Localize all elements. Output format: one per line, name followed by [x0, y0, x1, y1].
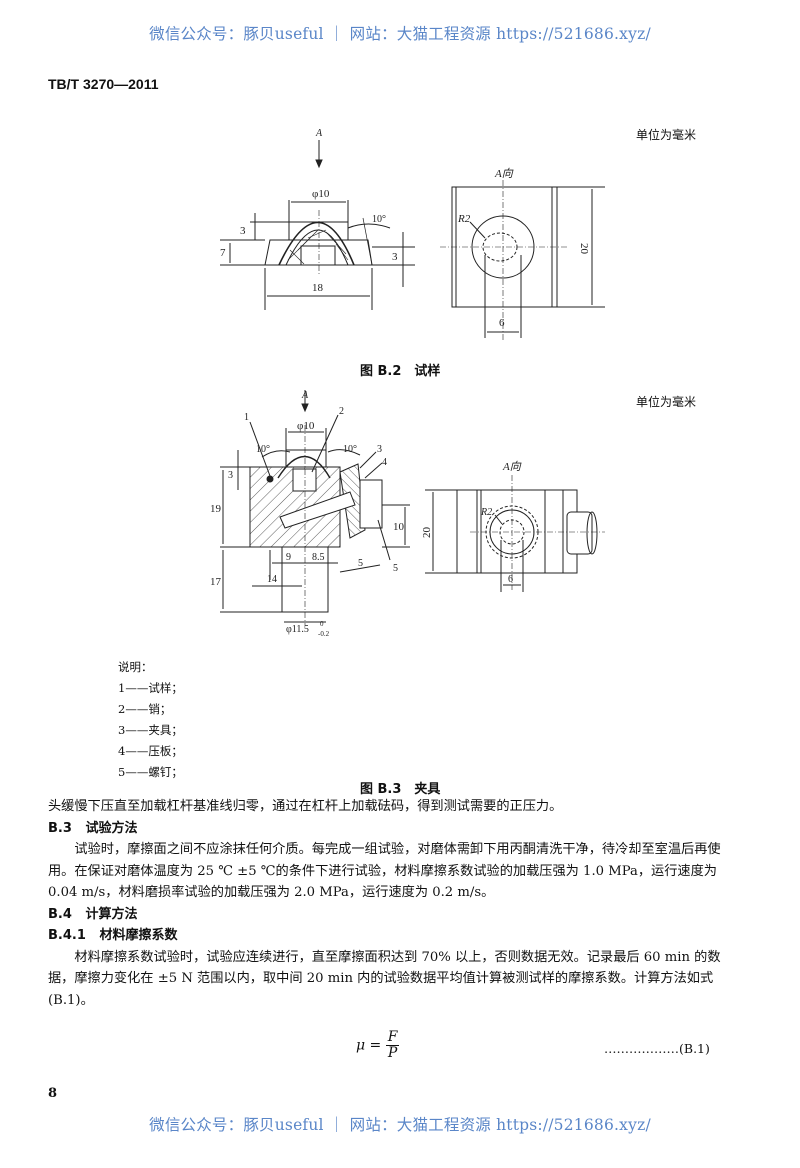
b3-callout-2: 2: [339, 406, 344, 417]
figure-b2-a-view: A向 R2 20 6: [440, 167, 605, 340]
section-title: 材料摩擦系数: [99, 928, 178, 943]
watermark-bottom: 微信公众号：豚贝useful ｜ 网站：大猫工程资源 https://52168…: [149, 1116, 651, 1134]
section-number: B.3: [48, 820, 72, 836]
section-heading-b3: B.3 试验方法: [48, 818, 734, 840]
standard-code: TB/T 3270—2011: [48, 76, 159, 92]
b2-arrow-label: A: [315, 128, 323, 139]
b3-dim-h10: 10: [393, 521, 405, 533]
b2-dim-angle: 10°: [372, 214, 386, 225]
section-number: B.4.1: [48, 928, 86, 943]
b2-a-view-title: A向: [494, 167, 514, 180]
b3-dim-w9: 9: [286, 552, 291, 563]
b3-dim-h3: 3: [228, 470, 233, 481]
unit-note-b3: 单位为毫米: [636, 395, 697, 409]
b3-dim-diameter-top: φ10: [297, 420, 315, 432]
b3-dim-angle-right: 10°: [343, 444, 357, 455]
section-title: 试验方法: [85, 820, 138, 836]
figure-b3-legend: 说明： 1——试样； 2——销； 3——夹具； 4——压板； 5——螺钉；: [118, 657, 183, 783]
b3-dim-tol-upper: 0: [320, 620, 324, 628]
figure-b2-caption: 图 B.2 试样: [360, 364, 441, 379]
section-number: B.4: [48, 906, 72, 922]
b3-a-view-title: A向: [502, 460, 522, 473]
b2-dim-height-right: 3: [392, 251, 398, 263]
b3-a-height: 20: [421, 527, 433, 539]
b3-dim-angle-left: 10°: [256, 444, 270, 455]
b3-dim-h17: 17: [210, 576, 222, 588]
b2-dim-height-top: 3: [240, 225, 246, 237]
formula-fraction: F P: [385, 1029, 400, 1061]
section-b4-1-paragraph: 材料摩擦系数试验时，试验应连续进行，直至摩擦面积达到 70% 以上，否则数据无效…: [48, 949, 721, 1008]
section-b3-paragraph: 试验时，摩擦面之间不应涂抹任何介质。每完成一组试验，对磨体需卸下用丙酮清洗干净，…: [48, 842, 721, 900]
b2-a-radius: R2: [457, 213, 471, 225]
b3-dim-w8-5: 8.5: [312, 552, 325, 563]
b3-callout-4: 4: [382, 457, 387, 468]
b3-callout-1: 1: [244, 412, 249, 423]
equation-number: ………………(B.1): [604, 1041, 710, 1056]
b3-callout-5: 5: [393, 563, 398, 574]
b3-dim-h19: 19: [210, 503, 222, 515]
b3-dim-tol-lower: -0.2: [318, 630, 330, 638]
b3-dim-shaft: φ11.5: [286, 624, 309, 635]
legend-item: 2——销；: [118, 702, 172, 716]
legend-item: 3——夹具；: [118, 723, 183, 737]
b3-a-radius: R2: [480, 507, 492, 518]
section-heading-b4: B.4 计算方法: [48, 904, 734, 926]
figure-b3-caption: 图 B.3 夹具: [360, 782, 441, 797]
formula-lhs: μ =: [356, 1037, 382, 1054]
unit-note-b2: 单位为毫米: [636, 128, 697, 142]
formula-numerator: F: [385, 1029, 400, 1046]
formula-denominator: P: [387, 1045, 398, 1061]
b2-dim-width: 18: [312, 282, 324, 294]
section-title: 计算方法: [85, 906, 138, 922]
figure-b3-a-view: A向 R2 20 6: [421, 460, 605, 592]
watermark-top: 微信公众号：豚贝useful ｜ 网站：大猫工程资源 https://52168…: [149, 25, 651, 43]
continuation-paragraph: 头缓慢下压直至加载杠杆基准线归零，通过在杠杆上加载砝码，得到测试需要的正压力。: [48, 799, 563, 814]
page-number: 8: [48, 1086, 58, 1101]
b2-a-width: 6: [499, 317, 505, 329]
b3-dim-w5: 5: [358, 558, 363, 569]
legend-item: 1——试样；: [118, 681, 183, 695]
b3-callout-3: 3: [377, 444, 382, 455]
legend-item: 4——压板；: [118, 744, 183, 758]
b2-a-height: 20: [578, 243, 590, 255]
legend-title: 说明：: [118, 660, 153, 674]
figure-b3-side-view: A φ10 10° 10° 1 2 3 4 5 3 19 17 10 9 8.5…: [210, 390, 410, 638]
b3-arrow-label: A: [301, 390, 309, 401]
legend-item: 5——螺钉；: [118, 765, 183, 779]
b2-dim-diameter: φ10: [312, 188, 330, 200]
b3-a-width: 6: [508, 574, 513, 585]
b2-dim-height-total: 7: [220, 247, 226, 259]
body-text: 头缓慢下压直至加载杠杆基准线归零，通过在杠杆上加载砝码，得到测试需要的正压力。 …: [48, 796, 734, 1011]
formula-b1: μ = F P: [356, 1029, 400, 1061]
b3-dim-w14: 14: [267, 574, 277, 585]
figure-b2-side-view: A φ10 10° 7 3 3 18: [220, 128, 415, 310]
section-heading-b4-1: B.4.1 材料摩擦系数: [48, 925, 734, 947]
